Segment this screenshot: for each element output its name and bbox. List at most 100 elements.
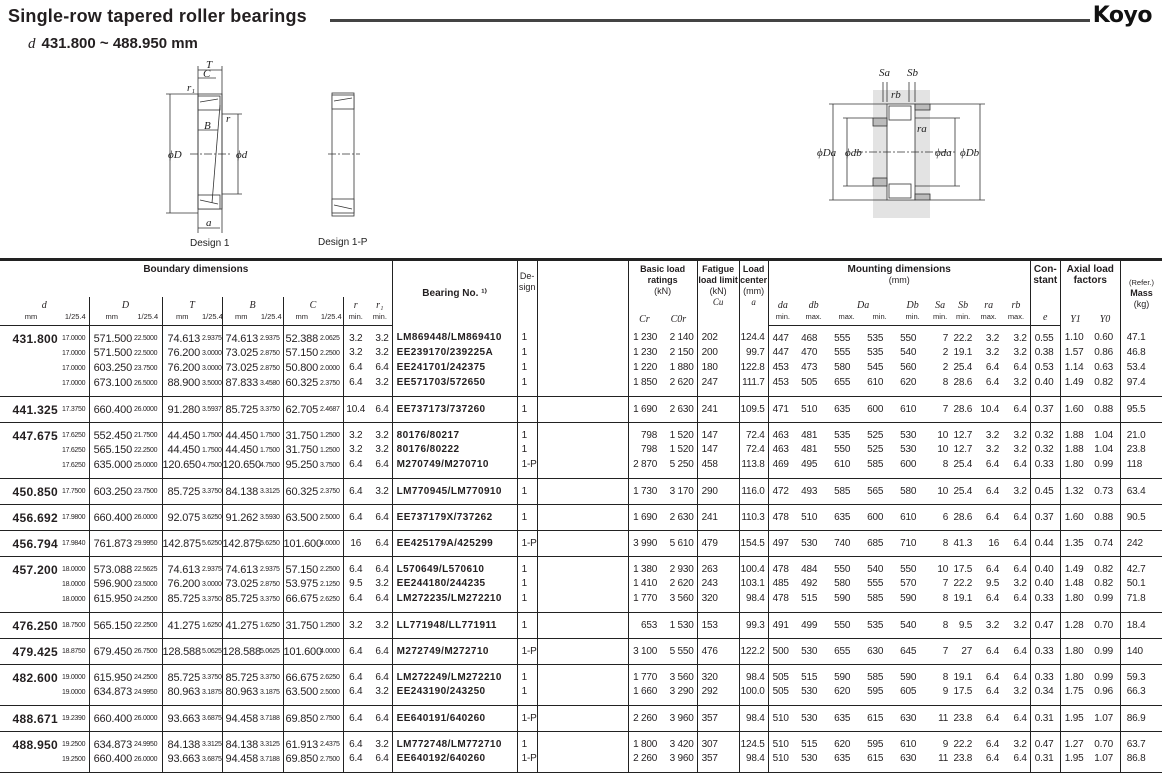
cell-r1-min: 3.2 — [375, 485, 389, 497]
bore-d-mm: 456.794 — [12, 536, 58, 551]
cell-r-min: 9.5 — [342, 576, 368, 592]
cell-Db-min: 610 — [900, 403, 917, 415]
cell-Y0: 1.04 — [1094, 429, 1113, 441]
header-fatigue: Fatigue load limit(kN)Cu — [696, 259, 740, 325]
cell-Da-max: 655 — [834, 645, 851, 657]
bore-d-mm: 488.671 — [12, 711, 58, 726]
header-db: db — [808, 300, 819, 311]
cell-db-max: 499 — [801, 619, 818, 631]
basic-load-label: Basic load ratings — [640, 264, 686, 285]
cell-db-max: 510 — [801, 511, 818, 523]
cell-C-inch: 2.6250 — [320, 595, 340, 603]
cell-design: 1 — [516, 422, 538, 443]
cell-C-inch: 1.2500 — [320, 431, 340, 439]
cell-C-inch: 2.6250 — [320, 673, 340, 681]
cell-D-mm: 634.873 — [88, 731, 134, 752]
cell-T-inch: 3.3750 — [202, 487, 222, 495]
cell-Y1: 1.60 — [1059, 504, 1091, 530]
cell-D-mm: 660.400 — [88, 504, 134, 530]
unit-d-mm: mm — [0, 311, 62, 326]
unit-Da-min: min. — [863, 311, 897, 326]
label-B: B — [204, 120, 211, 132]
header-Y1: Y1 — [1059, 297, 1091, 325]
header-rb: rb — [1011, 300, 1021, 311]
cell-Da-min: 610 — [867, 377, 884, 388]
cell-da-min: 485 — [767, 576, 798, 592]
cell-r1-min: 6.4 — [375, 563, 389, 575]
unit-Sb-min: min. — [951, 311, 976, 326]
bore-symbol: d — [28, 36, 36, 52]
cell-bearing-no: EE239170/239225A — [391, 345, 518, 361]
cell-Sa-min: 11 — [938, 753, 949, 764]
cell-design: 1 — [516, 684, 538, 705]
cell-T-inch: 2.9375 — [202, 334, 222, 342]
cell-db-max: 530 — [801, 537, 818, 549]
cell-T-inch: 1.7500 — [202, 446, 222, 454]
cell-B-mm: 80.963 — [221, 684, 260, 705]
cell-Sa-min: 8 — [942, 537, 949, 549]
cell-T-inch: 3.5937 — [202, 405, 222, 413]
cell-d-inch: 17.0000 — [62, 364, 86, 372]
cell-B-inch: 3.3750 — [260, 673, 280, 681]
header-Db: Db — [906, 300, 919, 311]
cell-r-min: 6.4 — [342, 478, 368, 504]
cell-D-mm: 660.400 — [88, 705, 134, 731]
cell-Da-max: 590 — [834, 671, 851, 683]
cell-C-inch: 1.2500 — [320, 446, 340, 454]
cell-B-mm: 41.275 — [221, 612, 260, 638]
cell-e: 0.38 — [1029, 345, 1061, 361]
cell-T-inch: 1.7500 — [202, 431, 222, 439]
cell-B-mm: 91.262 — [221, 504, 260, 530]
cell-C-mm: 101.600 — [282, 530, 322, 556]
cell-T-mm: 44.450 — [161, 422, 202, 443]
cell-Db-min: 610 — [900, 511, 917, 523]
cell-Y0: 0.74 — [1094, 537, 1113, 549]
cell-ra-max: 6.4 — [985, 671, 1000, 683]
unit-C-mm: mm — [282, 311, 320, 326]
cell-Y0: 0.63 — [1094, 362, 1113, 373]
cell-load-center-a: 110.3 — [738, 504, 769, 530]
cell-bearing-no: EE425179A/425299 — [391, 530, 518, 556]
cell-Db-min: 570 — [900, 578, 917, 589]
cell-Da-max: 585 — [834, 485, 851, 497]
cell-Sa-min: 8 — [942, 377, 949, 388]
cell-d-inch: 18.8750 — [62, 647, 86, 655]
cell-C-mm: 53.975 — [282, 576, 320, 592]
cell-mass: 242 — [1119, 530, 1162, 556]
header-da: da — [767, 297, 798, 311]
cell-Y0: 0.99 — [1094, 459, 1113, 470]
cell-design: 1-P — [516, 457, 538, 478]
cell-db-max: 515 — [801, 738, 818, 750]
cell-Sa-min: 8 — [942, 671, 949, 683]
unit-B-inch: 1/25.4 — [260, 311, 283, 326]
cell-Db-min: 540 — [900, 347, 917, 358]
cell-design: 1 — [516, 375, 538, 396]
cell-T-mm: 74.613 — [161, 556, 202, 577]
cell-load-center-a: 103.1 — [738, 576, 769, 592]
label-r1: r₁ — [187, 82, 195, 94]
cell-rb-max: 6.4 — [1013, 563, 1027, 575]
cell-rb-max: 6.4 — [1013, 459, 1027, 470]
cell-Sb-min: 22.2 — [953, 578, 973, 589]
cell-Sa-min: 7 — [942, 403, 949, 415]
cell-bearing-no: LM272235/LM272210 — [391, 591, 518, 612]
cell-rb-max: 6.4 — [1013, 362, 1027, 373]
header-basic-load: Basic load ratings(kN) — [627, 259, 698, 297]
cell-db-max: 515 — [801, 671, 818, 683]
cell-Y0: 0.82 — [1094, 563, 1113, 575]
cell-D-mm: 761.873 — [88, 530, 134, 556]
cell-e: 0.34 — [1029, 684, 1061, 705]
unit-Da-max: max. — [830, 311, 864, 326]
cell-da-min: 510 — [767, 731, 798, 752]
cell-Da-max: 580 — [834, 578, 851, 589]
cell-r1-min: 3.2 — [375, 738, 389, 750]
cell-rb-max: 3.2 — [1013, 429, 1027, 441]
cell-D-inch: 23.7500 — [134, 487, 158, 495]
cell-d-inch: 17.0000 — [62, 349, 86, 357]
